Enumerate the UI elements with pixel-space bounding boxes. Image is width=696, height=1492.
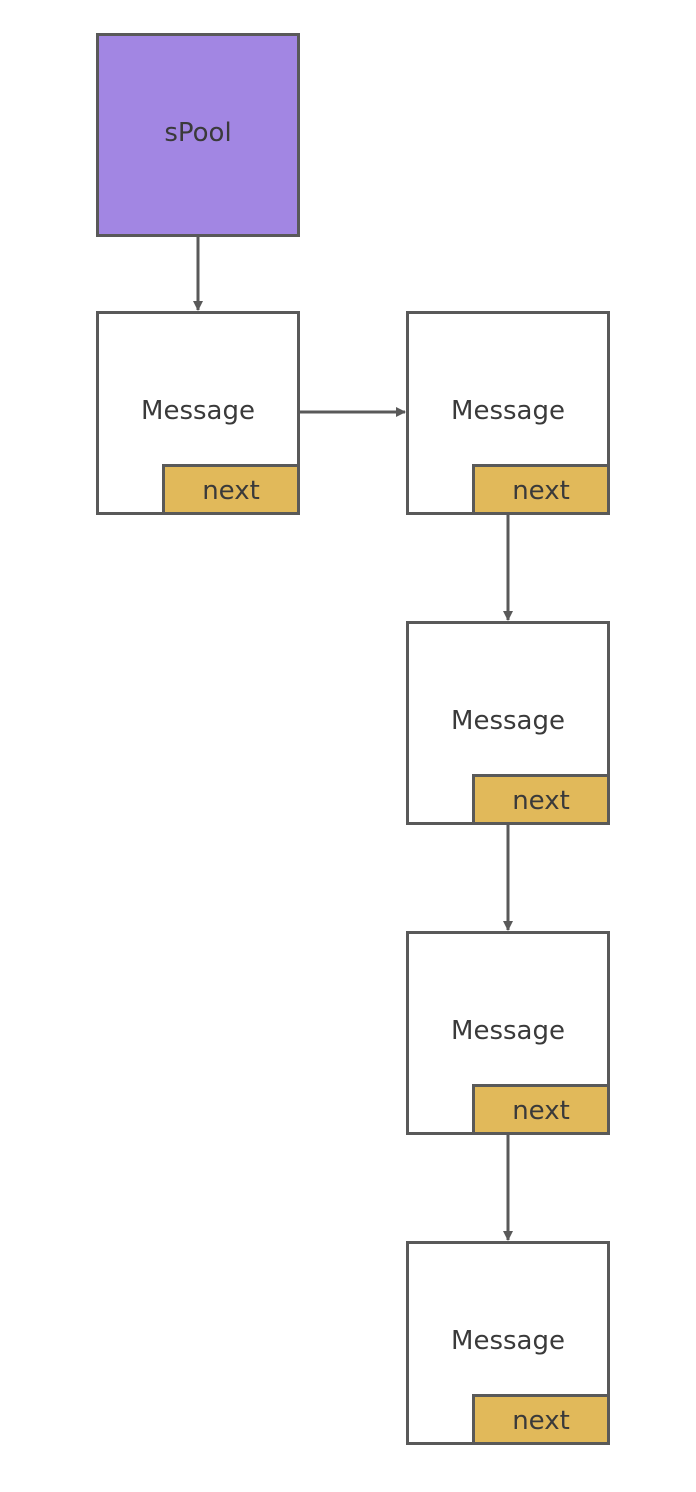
- message-label: Message: [451, 706, 565, 736]
- next-field: next: [472, 1394, 610, 1445]
- spool-box: sPool: [96, 33, 300, 237]
- next-label: next: [512, 1096, 570, 1126]
- next-label: next: [512, 786, 570, 816]
- next-label: next: [202, 476, 260, 506]
- next-label: next: [512, 1406, 570, 1436]
- message-node-2: Message next: [406, 311, 610, 515]
- next-field: next: [472, 774, 610, 825]
- message-node-1: Message next: [96, 311, 300, 515]
- message-label: Message: [451, 1326, 565, 1356]
- message-node-4: Message next: [406, 931, 610, 1135]
- message-node-5: Message next: [406, 1241, 610, 1445]
- next-label: next: [512, 476, 570, 506]
- spool-label: sPool: [164, 118, 232, 148]
- next-field: next: [472, 464, 610, 515]
- message-label: Message: [451, 396, 565, 426]
- next-field: next: [472, 1084, 610, 1135]
- message-label: Message: [141, 396, 255, 426]
- message-label: Message: [451, 1016, 565, 1046]
- next-field: next: [162, 464, 300, 515]
- message-node-3: Message next: [406, 621, 610, 825]
